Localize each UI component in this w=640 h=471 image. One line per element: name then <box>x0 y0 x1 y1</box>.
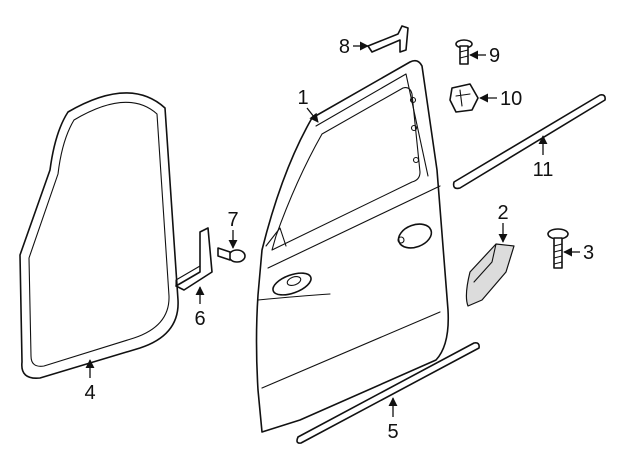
callout-number: 6 <box>194 308 205 330</box>
callout-number: 7 <box>227 209 238 231</box>
door-seal-icon <box>19 92 179 379</box>
callout-number: 5 <box>387 421 398 443</box>
callout-11: 11 <box>533 135 554 181</box>
door-shell-icon <box>255 59 450 433</box>
callout-number: 11 <box>533 159 554 181</box>
callout-7: 7 <box>227 209 239 249</box>
callout-9: 9 <box>469 45 500 67</box>
callout-1: 1 <box>297 87 319 123</box>
retainer-clip-icon <box>449 83 479 113</box>
clip-icon <box>367 25 409 53</box>
callout-2: 2 <box>497 202 509 243</box>
stud-bolt-icon <box>217 247 246 263</box>
hinge-bracket-icon <box>175 227 213 291</box>
callout-10: 10 <box>479 88 522 110</box>
door-handle-icon <box>272 272 312 296</box>
callout-number: 1 <box>297 87 308 109</box>
callout-number: 4 <box>84 382 95 404</box>
callout-5: 5 <box>387 397 399 443</box>
callout-number: 3 <box>583 242 594 264</box>
lower-trim-strip-icon <box>296 342 480 444</box>
callout-6: 6 <box>194 286 206 330</box>
callout-number: 8 <box>339 36 350 58</box>
door-lock-icon <box>397 223 433 249</box>
door-bracket-icon <box>465 243 515 307</box>
callout-8: 8 <box>339 36 369 58</box>
callout-number: 2 <box>497 202 508 224</box>
belt-molding-icon <box>452 94 606 190</box>
bolt-icon <box>547 228 569 269</box>
callout-number: 9 <box>489 45 500 67</box>
callout-4: 4 <box>84 359 96 404</box>
callout-number: 10 <box>500 88 522 110</box>
screw-icon <box>455 39 473 65</box>
callout-3: 3 <box>563 242 594 264</box>
